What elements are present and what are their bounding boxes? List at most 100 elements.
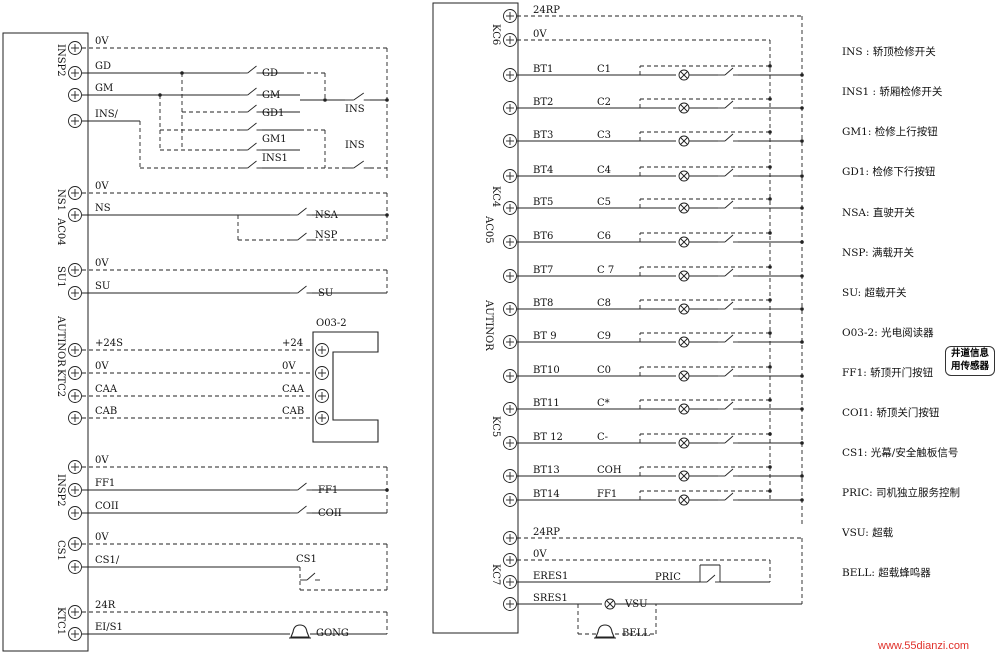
- switch-label: CS1: [296, 554, 317, 565]
- junction-dot: [768, 432, 772, 436]
- wire-label: SU: [95, 281, 110, 292]
- switch-contact: [724, 468, 734, 477]
- legend-item: CS1: 光幕/安全触板信号: [842, 447, 959, 459]
- lamp-icon: [680, 305, 688, 313]
- junction-dot: [800, 474, 804, 478]
- group-label: SU1: [55, 266, 66, 288]
- junction-dot: [800, 139, 804, 143]
- call-label: C3: [597, 130, 611, 141]
- module-name: AC05: [483, 215, 494, 244]
- junction-dot: [800, 106, 804, 110]
- switch-label: SU: [318, 288, 333, 299]
- wire-label: BT14: [533, 489, 560, 500]
- call-label: C5: [597, 197, 611, 208]
- lamp-icon: [680, 104, 688, 112]
- switch-label: NSP: [315, 230, 338, 241]
- switch-contact: [297, 285, 307, 294]
- bell-icon: [595, 624, 615, 638]
- switch-contact: [724, 368, 734, 377]
- switch-contact: [247, 122, 257, 131]
- wire-label: BT1: [533, 64, 553, 75]
- junction-dot: [768, 265, 772, 269]
- switch-contact: [247, 160, 257, 169]
- junction-dot: [800, 240, 804, 244]
- lamp-icon: [680, 439, 688, 447]
- wire-label: EI/S1: [95, 622, 123, 633]
- group-label: NS1: [55, 189, 66, 211]
- wire-label: GM: [95, 83, 113, 94]
- switch-label: INS: [345, 104, 365, 115]
- junction-dot: [768, 64, 772, 68]
- lamp-icon: [680, 238, 688, 246]
- wire-label: 0V: [533, 549, 547, 560]
- wire-label: 0V: [95, 258, 109, 269]
- switch-contact: [724, 133, 734, 142]
- bell-label: BELL: [622, 628, 650, 639]
- group-label: KC6: [490, 24, 501, 45]
- junction-dot: [323, 98, 327, 102]
- lamp-icon: [680, 472, 688, 480]
- switch-contact: [724, 67, 734, 76]
- junction-dot: [800, 498, 804, 502]
- wire-label: BT6: [533, 231, 553, 242]
- legend-item: O03-2: 光电阅读器: [842, 327, 934, 339]
- legend-item: FF1: 轿顶开门按钮: [842, 367, 934, 379]
- junction-dot: [800, 206, 804, 210]
- switch-label: FF1: [318, 485, 338, 496]
- legend-item: NSP: 满载开关: [842, 247, 914, 259]
- wire-label: BT4: [533, 165, 553, 176]
- module-vendor: AUTINOR: [483, 299, 494, 351]
- switch-contact: [297, 505, 307, 514]
- bell-icon: [290, 624, 310, 638]
- lamp-icon: [680, 137, 688, 145]
- junction-dot: [158, 93, 162, 97]
- callout-line-1: 井道信息: [950, 348, 989, 359]
- wire-label: 0V: [95, 36, 109, 47]
- switch-contact: [706, 574, 716, 583]
- switch-label: INS1: [262, 153, 288, 164]
- wire-label: 0V: [533, 29, 547, 40]
- switch-label: COII: [318, 508, 342, 519]
- switch-contact: [724, 200, 734, 209]
- reader-pin: +24: [282, 338, 303, 349]
- junction-dot: [385, 98, 389, 102]
- wire-label: BT2: [533, 97, 553, 108]
- wire-label: 24RP: [533, 527, 560, 538]
- wire-label: SRES1: [533, 593, 568, 604]
- junction-dot: [180, 71, 184, 75]
- group-label: KTC1: [55, 607, 66, 635]
- switch-contact: [247, 87, 257, 96]
- junction-dot: [385, 213, 389, 217]
- photo-reader: [312, 331, 379, 443]
- call-label: C1: [597, 64, 611, 75]
- junction-dot: [800, 274, 804, 278]
- legend-item: PRIC: 司机独立服务控制: [842, 487, 961, 499]
- wire-label: BT 12: [533, 432, 563, 443]
- switch-label: NSA: [315, 210, 339, 221]
- switch-contact: [724, 234, 734, 243]
- wire-label: INS/: [95, 109, 119, 120]
- switch-contact: [724, 301, 734, 310]
- legend-item: GM1: 检修上行按钮: [842, 126, 938, 138]
- lamp-icon: [680, 338, 688, 346]
- call-label: C8: [597, 298, 611, 309]
- module-vendor: AUTINOR: [55, 315, 66, 367]
- wire-label: BT11: [533, 398, 560, 409]
- wire-label: BT10: [533, 365, 560, 376]
- reader-pin: CAB: [282, 406, 304, 417]
- call-label: C0: [597, 365, 611, 376]
- switch-contact: [724, 334, 734, 343]
- switch-contact: [297, 207, 307, 216]
- group-label: INSP2: [55, 474, 66, 507]
- junction-dot: [768, 365, 772, 369]
- legend-item: INS1 : 轿厢检修开关: [842, 86, 943, 98]
- group-label: KC4: [490, 186, 501, 207]
- junction-dot: [768, 398, 772, 402]
- wire-label: BT5: [533, 197, 553, 208]
- junction-dot: [768, 231, 772, 235]
- junction-dot: [800, 174, 804, 178]
- legend-item: INS : 轿顶检修开关: [842, 46, 936, 58]
- switch-contact: [724, 268, 734, 277]
- junction-dot: [768, 331, 772, 335]
